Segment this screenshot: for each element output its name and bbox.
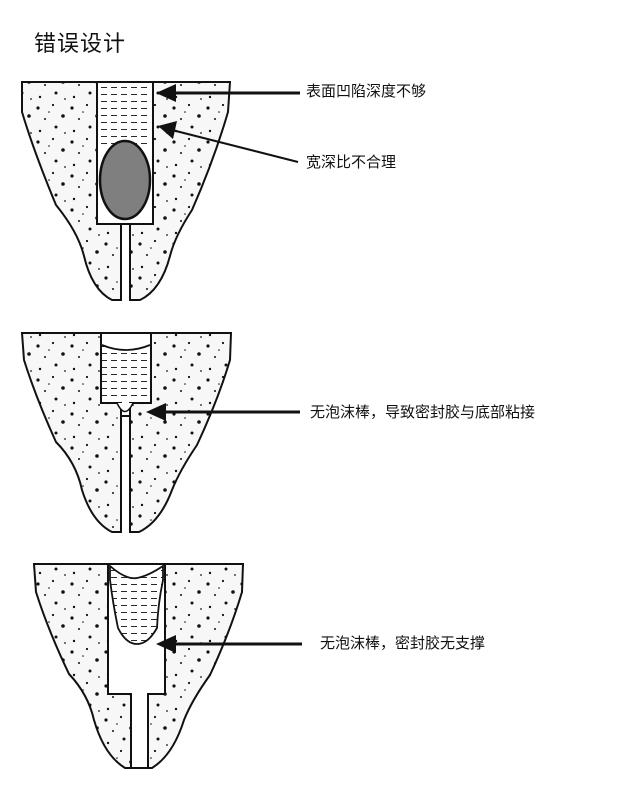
label-no-backer-bond: 无泡沫棒，导致密封胶与底部粘接 — [310, 403, 536, 421]
sealant-1 — [100, 84, 150, 144]
panel-3 — [32, 563, 302, 769]
page-title: 错误设计 — [34, 32, 127, 57]
panel-2 — [20, 332, 300, 533]
backer-rod-1 — [98, 139, 152, 221]
label-shallow-depth: 表面凹陷深度不够 — [306, 82, 427, 100]
label-bad-ratio: 宽深比不合理 — [306, 153, 397, 171]
label-no-backer-support: 无泡沫棒，密封胶无支撑 — [320, 634, 486, 652]
sealant-3 — [109, 564, 164, 645]
panel-1 — [21, 81, 300, 301]
arrow-1b — [171, 129, 299, 163]
sealant-2 — [102, 345, 150, 402]
